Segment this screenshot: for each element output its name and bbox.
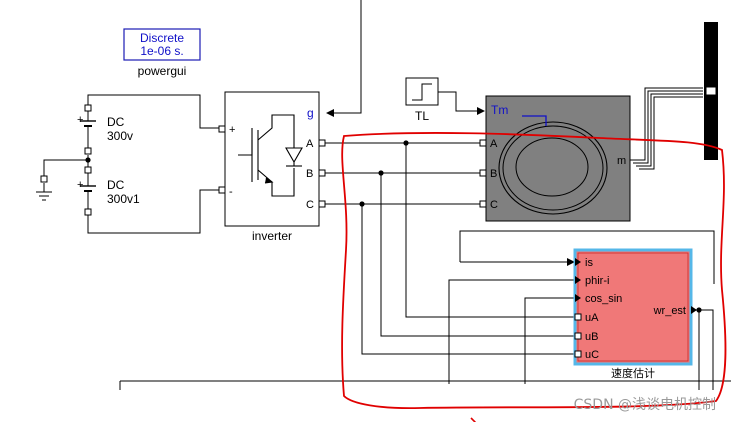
dc-top-value: 300v bbox=[107, 129, 133, 143]
estimator-input-is: is bbox=[585, 257, 593, 269]
dc-junction-dot bbox=[85, 157, 91, 163]
motor-block[interactable]: Tm A B C m bbox=[479, 95, 631, 222]
inverter-label: inverter bbox=[252, 229, 292, 243]
powergui-label: powergui bbox=[138, 64, 187, 78]
junction-c bbox=[359, 201, 365, 207]
powergui-step: 1e-06 s. bbox=[140, 44, 183, 58]
dc-top-plus-sign: + bbox=[77, 114, 83, 126]
dc-wiring bbox=[36, 94, 222, 234]
junction-wr bbox=[696, 307, 702, 313]
powergui-block[interactable]: Discrete 1e-06 s. powergui bbox=[123, 28, 201, 78]
motor-port-b: B bbox=[490, 168, 497, 180]
measurement-bus bbox=[630, 87, 703, 170]
gate-signal-line bbox=[326, 0, 362, 117]
dc-top-name: DC bbox=[107, 115, 125, 129]
estimator-output-wr-est: wr_est bbox=[653, 305, 686, 317]
estimator-input-phir: phir-i bbox=[585, 275, 609, 287]
dc-bottom-name: DC bbox=[107, 178, 125, 192]
watermark: CSDN @浅谈电机控制 bbox=[574, 397, 716, 413]
ground-port bbox=[40, 175, 48, 183]
motor-port-m: m bbox=[617, 155, 626, 167]
estimator-input-cos-sin: cos_sin bbox=[585, 293, 622, 305]
inverter-port-plus: + bbox=[229, 124, 235, 136]
red-annotation-outline bbox=[341, 132, 727, 410]
tl-signal-line bbox=[438, 91, 485, 115]
inverter-port-c: C bbox=[306, 199, 314, 211]
igbt-diode-icon bbox=[238, 114, 303, 197]
inverter-port-a: A bbox=[306, 138, 314, 150]
phase-wiring bbox=[119, 142, 731, 390]
inverter-block[interactable]: + - g A B C inverter bbox=[218, 91, 326, 243]
motor-port-c: C bbox=[490, 199, 498, 211]
junction-a bbox=[403, 140, 409, 146]
dc-source-bottom[interactable]: + DC 300v1 bbox=[77, 166, 140, 216]
step-label: TL bbox=[415, 109, 429, 123]
speed-estimator-block[interactable]: is phir-i cos_sin uA uB uC wr_est 速度估计 bbox=[573, 248, 697, 380]
inverter-port-b: B bbox=[306, 168, 313, 180]
junction-b bbox=[378, 170, 384, 176]
dc-bottom-value: 300v1 bbox=[107, 192, 140, 206]
estimator-input-ub: uB bbox=[585, 331, 598, 343]
inverter-port-g: g bbox=[307, 106, 314, 120]
estimator-input-uc: uC bbox=[585, 349, 599, 361]
inverter-port-minus: - bbox=[229, 186, 233, 198]
scope-bus-bar[interactable] bbox=[704, 22, 718, 160]
estimator-input-ua: uA bbox=[585, 312, 599, 324]
estimator-label: 速度估计 bbox=[611, 366, 655, 380]
red-annotation-tick bbox=[470, 417, 477, 422]
motor-port-a: A bbox=[490, 138, 498, 150]
step-block-tl[interactable]: TL bbox=[405, 77, 439, 123]
dc-bottom-plus-sign: + bbox=[77, 179, 83, 191]
dc-source-top[interactable]: + DC 300v bbox=[77, 104, 133, 155]
motor-port-tm: Tm bbox=[491, 103, 508, 117]
powergui-mode: Discrete bbox=[140, 31, 184, 45]
